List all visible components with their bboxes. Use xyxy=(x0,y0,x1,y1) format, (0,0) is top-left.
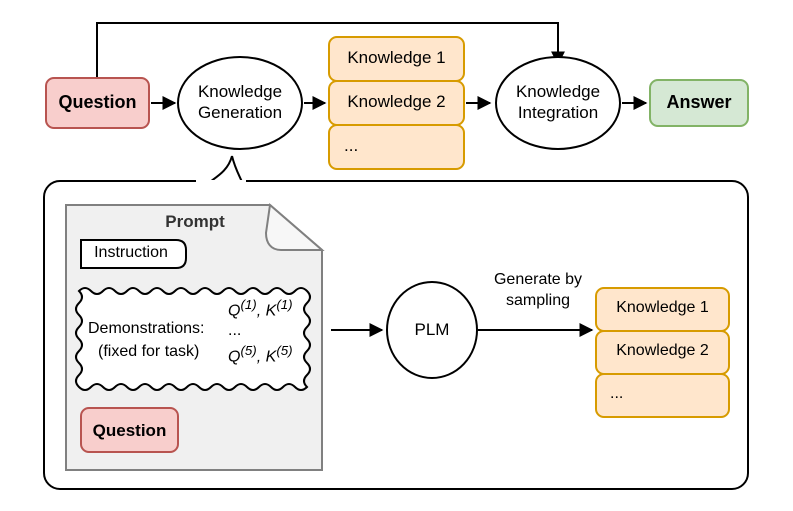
demonstrations-box[interactable] xyxy=(75,287,311,391)
knowledge-item-box-top-3[interactable] xyxy=(328,124,465,170)
knowledge-generation-ellipse[interactable] xyxy=(177,56,303,150)
question-box-top[interactable] xyxy=(45,77,150,129)
instruction-box[interactable] xyxy=(80,239,187,269)
knowledge-item-box-bottom-2[interactable] xyxy=(595,330,730,375)
plm-ellipse[interactable] xyxy=(386,281,478,379)
question-box-prompt[interactable] xyxy=(80,407,179,453)
knowledge-integration-ellipse[interactable] xyxy=(495,56,621,150)
knowledge-item-box-bottom-1[interactable] xyxy=(595,287,730,332)
feedback-arrow-question-to-integration xyxy=(96,22,565,78)
knowledge-item-box-top-2[interactable] xyxy=(328,80,465,126)
knowledge-item-box-bottom-3[interactable] xyxy=(595,373,730,418)
knowledge-item-box-top-1[interactable] xyxy=(328,36,465,82)
prompt-document-corner-fold xyxy=(264,203,325,251)
answer-box[interactable] xyxy=(649,79,749,127)
